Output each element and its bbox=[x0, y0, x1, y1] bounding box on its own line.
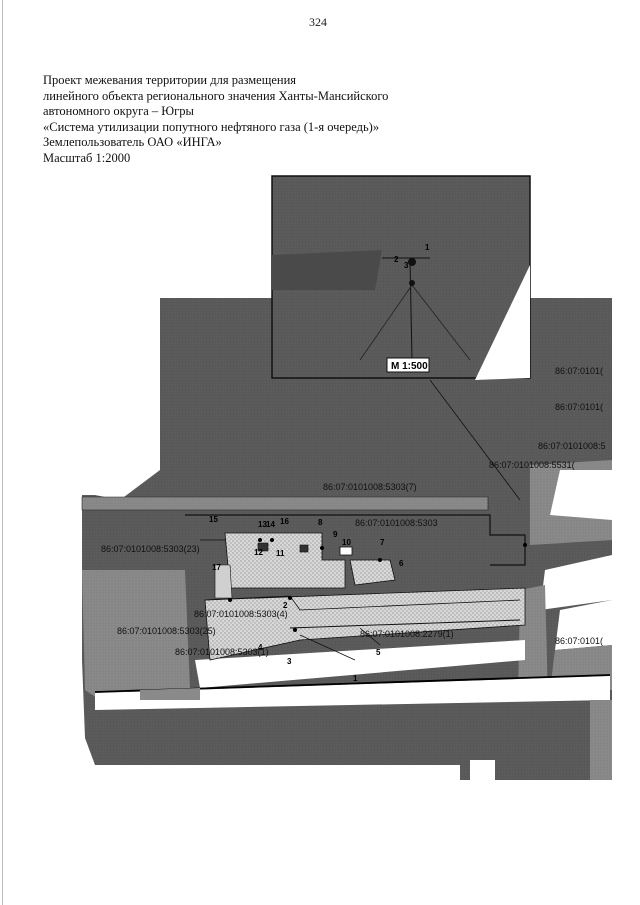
point-number: 2 bbox=[283, 601, 288, 610]
header-line: «Система утилизации попутного нефтяного … bbox=[43, 119, 380, 134]
parcel-label: 86:07:0101( bbox=[555, 402, 603, 412]
header-line: Землепользователь ОАО «ИНГА» bbox=[43, 135, 222, 150]
point-number: 6 bbox=[399, 559, 404, 568]
parcel-label: 86:07:0101( bbox=[555, 366, 603, 376]
document-header: Проект межевания территории для размещен… bbox=[43, 73, 388, 167]
header-line: Проект межевания территории для размещен… bbox=[43, 73, 297, 87]
point-number: 10 bbox=[342, 538, 351, 547]
parcel-label: 86:07:0101( bbox=[555, 636, 603, 646]
svg-text:2: 2 bbox=[394, 255, 399, 264]
parcel-label: 86:07:0101008:5 bbox=[538, 441, 606, 451]
white-band-lower bbox=[195, 640, 525, 688]
point-number: 13 bbox=[258, 520, 267, 529]
white-band-bottom bbox=[95, 676, 610, 710]
point-number: 3 bbox=[287, 657, 292, 666]
point-number: 4 bbox=[258, 643, 263, 652]
header-line: автономного округа – Югры bbox=[43, 104, 194, 119]
gray-lower-strip bbox=[140, 688, 200, 700]
inset-map-frame: М 1:500 1 2 3 bbox=[271, 175, 531, 380]
inset-scale-label: М 1:500 bbox=[391, 361, 428, 372]
point-number: 14 bbox=[266, 520, 275, 529]
point-number: 9 bbox=[333, 530, 338, 539]
page-edge-line bbox=[2, 0, 3, 905]
parcel-labels: 86:07:0101008:5303(7) 86:07:0101008:5303… bbox=[101, 366, 606, 657]
point-number: 7 bbox=[380, 538, 385, 547]
bottom-white-marks bbox=[92, 700, 612, 780]
svg-text:3: 3 bbox=[404, 261, 409, 270]
svg-text:1: 1 bbox=[425, 243, 430, 252]
white-gap-left bbox=[82, 298, 160, 500]
point-number: 8 bbox=[318, 518, 323, 527]
page-number: 324 bbox=[309, 15, 327, 29]
point-number: 11 bbox=[276, 549, 285, 558]
point-numbers: 1 2 3 4 5 6 7 8 9 10 11 12 13 14 15 16 1… bbox=[209, 515, 404, 683]
parcel-label: 86:07:0101008:5303(4) bbox=[194, 609, 288, 619]
parcel-label: 86:07:0101008:5303(23) bbox=[101, 544, 200, 554]
parcel-label: 86:07:0101008:2279(1) bbox=[360, 629, 454, 639]
dotted-parcels bbox=[204, 532, 526, 661]
point-number: 12 bbox=[254, 548, 263, 557]
point-number: 5 bbox=[376, 648, 381, 657]
parcel-label: 86:07:0101008:5303 bbox=[355, 518, 438, 528]
point-number: 16 bbox=[280, 517, 289, 526]
point-number: 17 bbox=[212, 563, 221, 572]
point-number: 1 bbox=[353, 674, 358, 683]
boundary-lines bbox=[185, 379, 526, 661]
point-number: 15 bbox=[209, 515, 218, 524]
parcel-label: 86:07:0101008:5531( bbox=[489, 460, 575, 470]
header-line: Масштаб 1:2000 bbox=[43, 150, 131, 165]
parcel-label: 86:07:0101008:5303(25) bbox=[117, 626, 216, 636]
road-band bbox=[81, 496, 489, 511]
gray-region-left bbox=[82, 570, 190, 700]
header-line: линейного объекта регионального значения… bbox=[43, 88, 389, 103]
parcel-label: 86:07:0101008:5303(7) bbox=[323, 482, 417, 492]
parcel-label: 86:07:0101008:5303(1) bbox=[175, 647, 269, 657]
point-markers bbox=[228, 538, 527, 632]
